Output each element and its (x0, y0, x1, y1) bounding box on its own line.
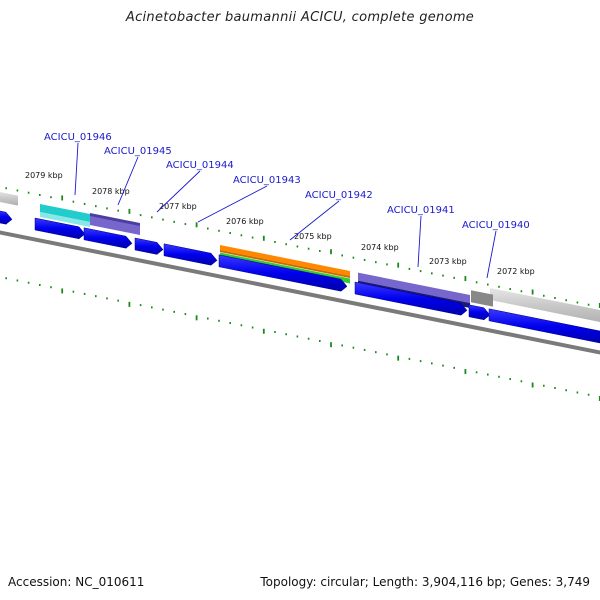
gene-label: ACICU_01945 (104, 146, 172, 157)
gene-leader-line (117, 156, 139, 206)
kbp-tick-label: 2074 kbp (361, 243, 399, 252)
gene-leader-line (417, 215, 422, 268)
map-title: Acinetobacter baumannii ACICU, complete … (125, 10, 475, 25)
kbp-tick-label: 2076 kbp (226, 217, 264, 226)
gene-label: ACICU_01942 (305, 190, 373, 201)
backbone-layer (0, 230, 600, 355)
kbp-tick-label: 2079 kbp (25, 171, 63, 180)
cds-arrow (0, 210, 13, 225)
feature-purple (358, 272, 470, 303)
gene-leader-line (486, 230, 497, 279)
gene-label: ACICU_01941 (387, 205, 455, 216)
gene-label-layer: ACICU_01946ACICU_01945ACICU_01944ACICU_0… (44, 132, 530, 279)
gene-label: ACICU_01944 (166, 160, 234, 171)
feature-orange-edge (220, 250, 350, 278)
kbp-tick-label: 2075 kbp (294, 232, 332, 241)
kbp-tick-label: 2072 kbp (497, 267, 535, 276)
tick-layer (5, 187, 600, 401)
cds-arrow (83, 227, 133, 249)
feature-teal-lower (40, 212, 90, 227)
feature-purple-edge (90, 213, 140, 226)
feature-purple (90, 215, 140, 235)
cds-arrow (354, 281, 468, 316)
feature-layer (0, 192, 600, 344)
kbp-tick-label: 2073 kbp (429, 257, 467, 266)
cds-arrow (468, 304, 491, 321)
cds-arrow (34, 217, 86, 240)
gene-track-segment (490, 288, 600, 322)
backbone-dark (0, 230, 600, 355)
feature-gray (471, 290, 493, 307)
kbp-tick-label: 2077 kbp (159, 202, 197, 211)
kbp-label-layer: 2079 kbp 2078 kbp 2077 kbp 2076 kbp 2075 kbp… (25, 171, 535, 276)
feature-orange (220, 245, 350, 276)
cds-arrow (218, 254, 348, 292)
gene-leader-line (197, 185, 268, 223)
gene-leader-line (74, 142, 79, 196)
cds-arrow (134, 237, 164, 255)
feature-teal (40, 204, 90, 222)
gene-leader-line (289, 200, 340, 241)
gene-leader-line (156, 170, 201, 213)
gene-track-segment (0, 192, 18, 206)
accession-text: Accession: NC_010611 (8, 575, 145, 589)
gene-label: ACICU_01946 (44, 132, 112, 143)
cds-arrow (488, 308, 600, 344)
topology-summary: Topology: circular; Length: 3,904,116 bp… (260, 575, 590, 589)
gene-label: ACICU_01940 (462, 220, 530, 231)
kbp-tick-label: 2078 kbp (92, 187, 130, 196)
cds-arrow (163, 243, 218, 266)
gene-label: ACICU_01943 (233, 175, 301, 186)
